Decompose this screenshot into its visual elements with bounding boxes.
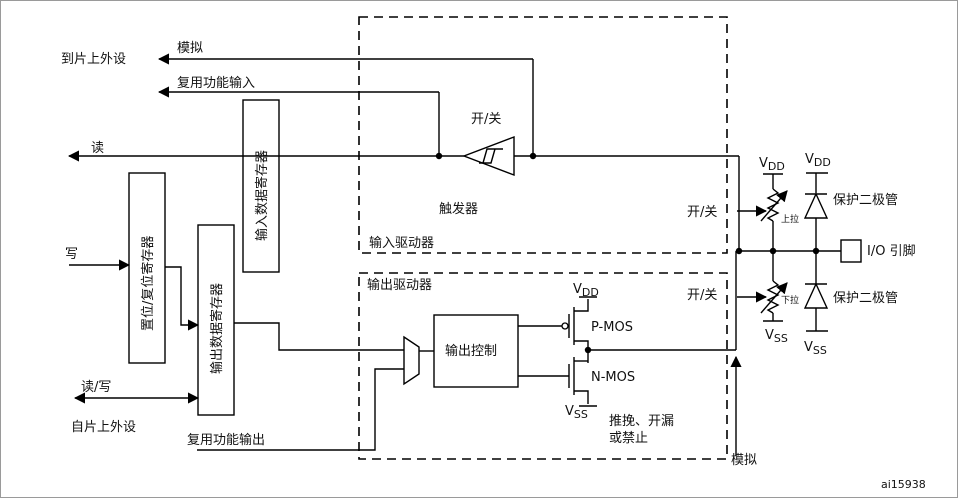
label-on-off-pullup: 开/关 [687,205,717,220]
label-on-off-trigger: 开/关 [471,112,501,127]
label-mode-line2: 或禁止 [609,431,648,446]
pullup-resistor-icon [766,188,780,222]
label-read-write: 读/写 [81,380,111,395]
label-io-pin: I/O 引脚 [867,243,916,259]
label-alt-func-output: 复用功能输出 [187,432,265,448]
label-input-driver: 输入驱动器 [369,235,434,251]
output-control-box [433,314,519,388]
pulldown-resistor-icon [766,280,780,314]
output-mux-symbol [403,335,420,386]
label-input-data-register: 输入数据寄存器 [254,150,270,241]
label-vss-diode: VSS [804,340,827,357]
label-write: 写 [65,247,78,262]
bsrr-to-odr-arrow [165,266,200,331]
schmitt-trigger-symbol [462,135,515,177]
label-protection-diode-bottom: 保护二极管 [833,291,898,306]
label-alt-func-input: 复用功能输入 [177,75,255,91]
label-pullup: 上拉 [781,213,799,225]
label-vdd-diode: VDD [805,152,831,169]
io-pin-box [840,239,862,263]
output-driver-region [358,272,728,460]
label-analog-top: 模拟 [177,41,203,56]
alt-output-wire [197,368,404,451]
input-data-register-box [242,99,280,273]
label-output-driver: 输出驱动器 [367,277,432,293]
label-pulldown: 下拉 [781,294,799,306]
label-analog-bottom: 模拟 [731,453,757,468]
label-read: 读 [91,141,104,156]
hysteresis-icon [479,148,503,164]
label-nmos: N-MOS [591,370,635,385]
label-mode-line1: 推挽、开漏 [609,413,674,429]
label-bit-set-reset-register: 置位/复位寄存器 [140,236,156,331]
protection-diode-bottom-icon [803,282,829,309]
label-on-off-pulldown: 开/关 [687,288,717,303]
label-from-onchip-peripheral: 自片上外设 [71,420,136,435]
label-vss-pulldown: VSS [765,328,788,345]
label-pmos: P-MOS [591,320,633,335]
label-to-onchip-peripheral: 到片上外设 [61,52,126,67]
label-vss-main: VSS [565,404,588,421]
label-vdd-pullup: VDD [759,156,785,173]
input-driver-region [358,16,728,254]
label-output-data-register: 输出数据寄存器 [209,283,225,374]
protection-diode-top-icon [803,192,829,219]
label-trigger: 触发器 [439,201,478,217]
label-vdd-main: VDD [573,282,599,299]
label-output-control: 输出控制 [445,343,497,359]
bit-set-reset-register-box [128,172,166,364]
label-figure-id: ai15938 [881,478,926,491]
odr-to-mux-wire [234,322,404,351]
label-protection-diode-top: 保护二极管 [833,193,898,208]
